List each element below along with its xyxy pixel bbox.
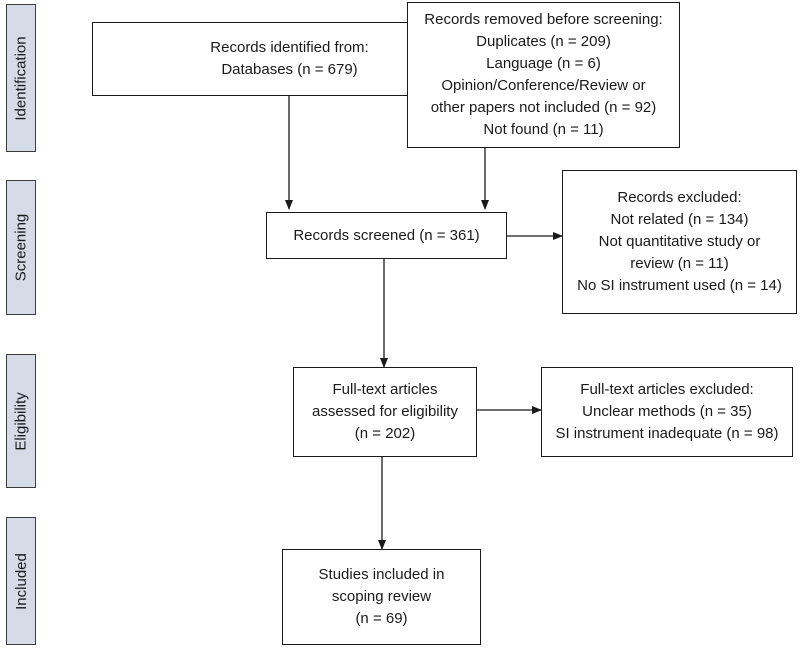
box-records-removed-line: other papers not included (n = 92)	[430, 99, 657, 116]
box-records-removed-line: Opinion/Conference/Review or	[441, 77, 646, 94]
box-records-screened: Records screened (n = 361)	[266, 212, 507, 259]
box-fulltext-assessed-line: (n = 202)	[354, 425, 416, 442]
box-records-screened-line: Records screened (n = 361)	[293, 226, 480, 244]
box-records-excluded-line: review (n = 11)	[630, 255, 729, 272]
box-records-identified-line: Records identified from:	[210, 39, 369, 56]
box-records-excluded: Records excluded: Not related (n = 134) …	[562, 170, 797, 314]
box-records-excluded-line: Not quantitative study or	[598, 233, 761, 250]
box-records-removed-line: Duplicates (n = 209)	[476, 33, 611, 50]
box-fulltext-assessed-line: Full-text articles	[332, 381, 438, 398]
box-records-excluded-line: Records excluded:	[617, 189, 742, 206]
box-records-removed-line: Records removed before screening:	[424, 11, 663, 28]
phase-label-screening: Screening	[6, 180, 36, 315]
phase-label-eligibility: Eligibility	[6, 354, 36, 488]
box-fulltext-excluded: Full-text articles excluded: Unclear met…	[541, 367, 793, 457]
phase-label-included: Included	[6, 517, 36, 645]
box-records-removed-line: Language (n = 6)	[486, 55, 601, 72]
box-records-removed: Records removed before screening: Duplic…	[407, 2, 680, 148]
box-fulltext-excluded-line: Unclear methods (n = 35)	[582, 403, 752, 420]
box-fulltext-excluded-line: Full-text articles excluded:	[580, 381, 754, 398]
box-fulltext-excluded-line: SI instrument inadequate (n = 98)	[555, 425, 779, 442]
box-records-excluded-line: Not related (n = 134)	[610, 211, 749, 228]
box-records-excluded-line: No SI instrument used (n = 14)	[577, 277, 782, 294]
box-fulltext-assessed-line: assessed for eligibility	[312, 403, 458, 420]
phase-label-identification: Identification	[6, 4, 36, 152]
box-fulltext-assessed: Full-text articles assessed for eligibil…	[293, 367, 477, 457]
box-studies-included: Studies included in scoping review (n = …	[282, 549, 481, 645]
box-studies-included-line: (n = 69)	[355, 610, 408, 627]
box-records-removed-line: Not found (n = 11)	[483, 121, 604, 138]
box-studies-included-line: Studies included in	[318, 566, 445, 583]
box-studies-included-line: scoping review	[331, 588, 432, 605]
box-records-identified-line: Databases (n = 679)	[221, 61, 358, 78]
